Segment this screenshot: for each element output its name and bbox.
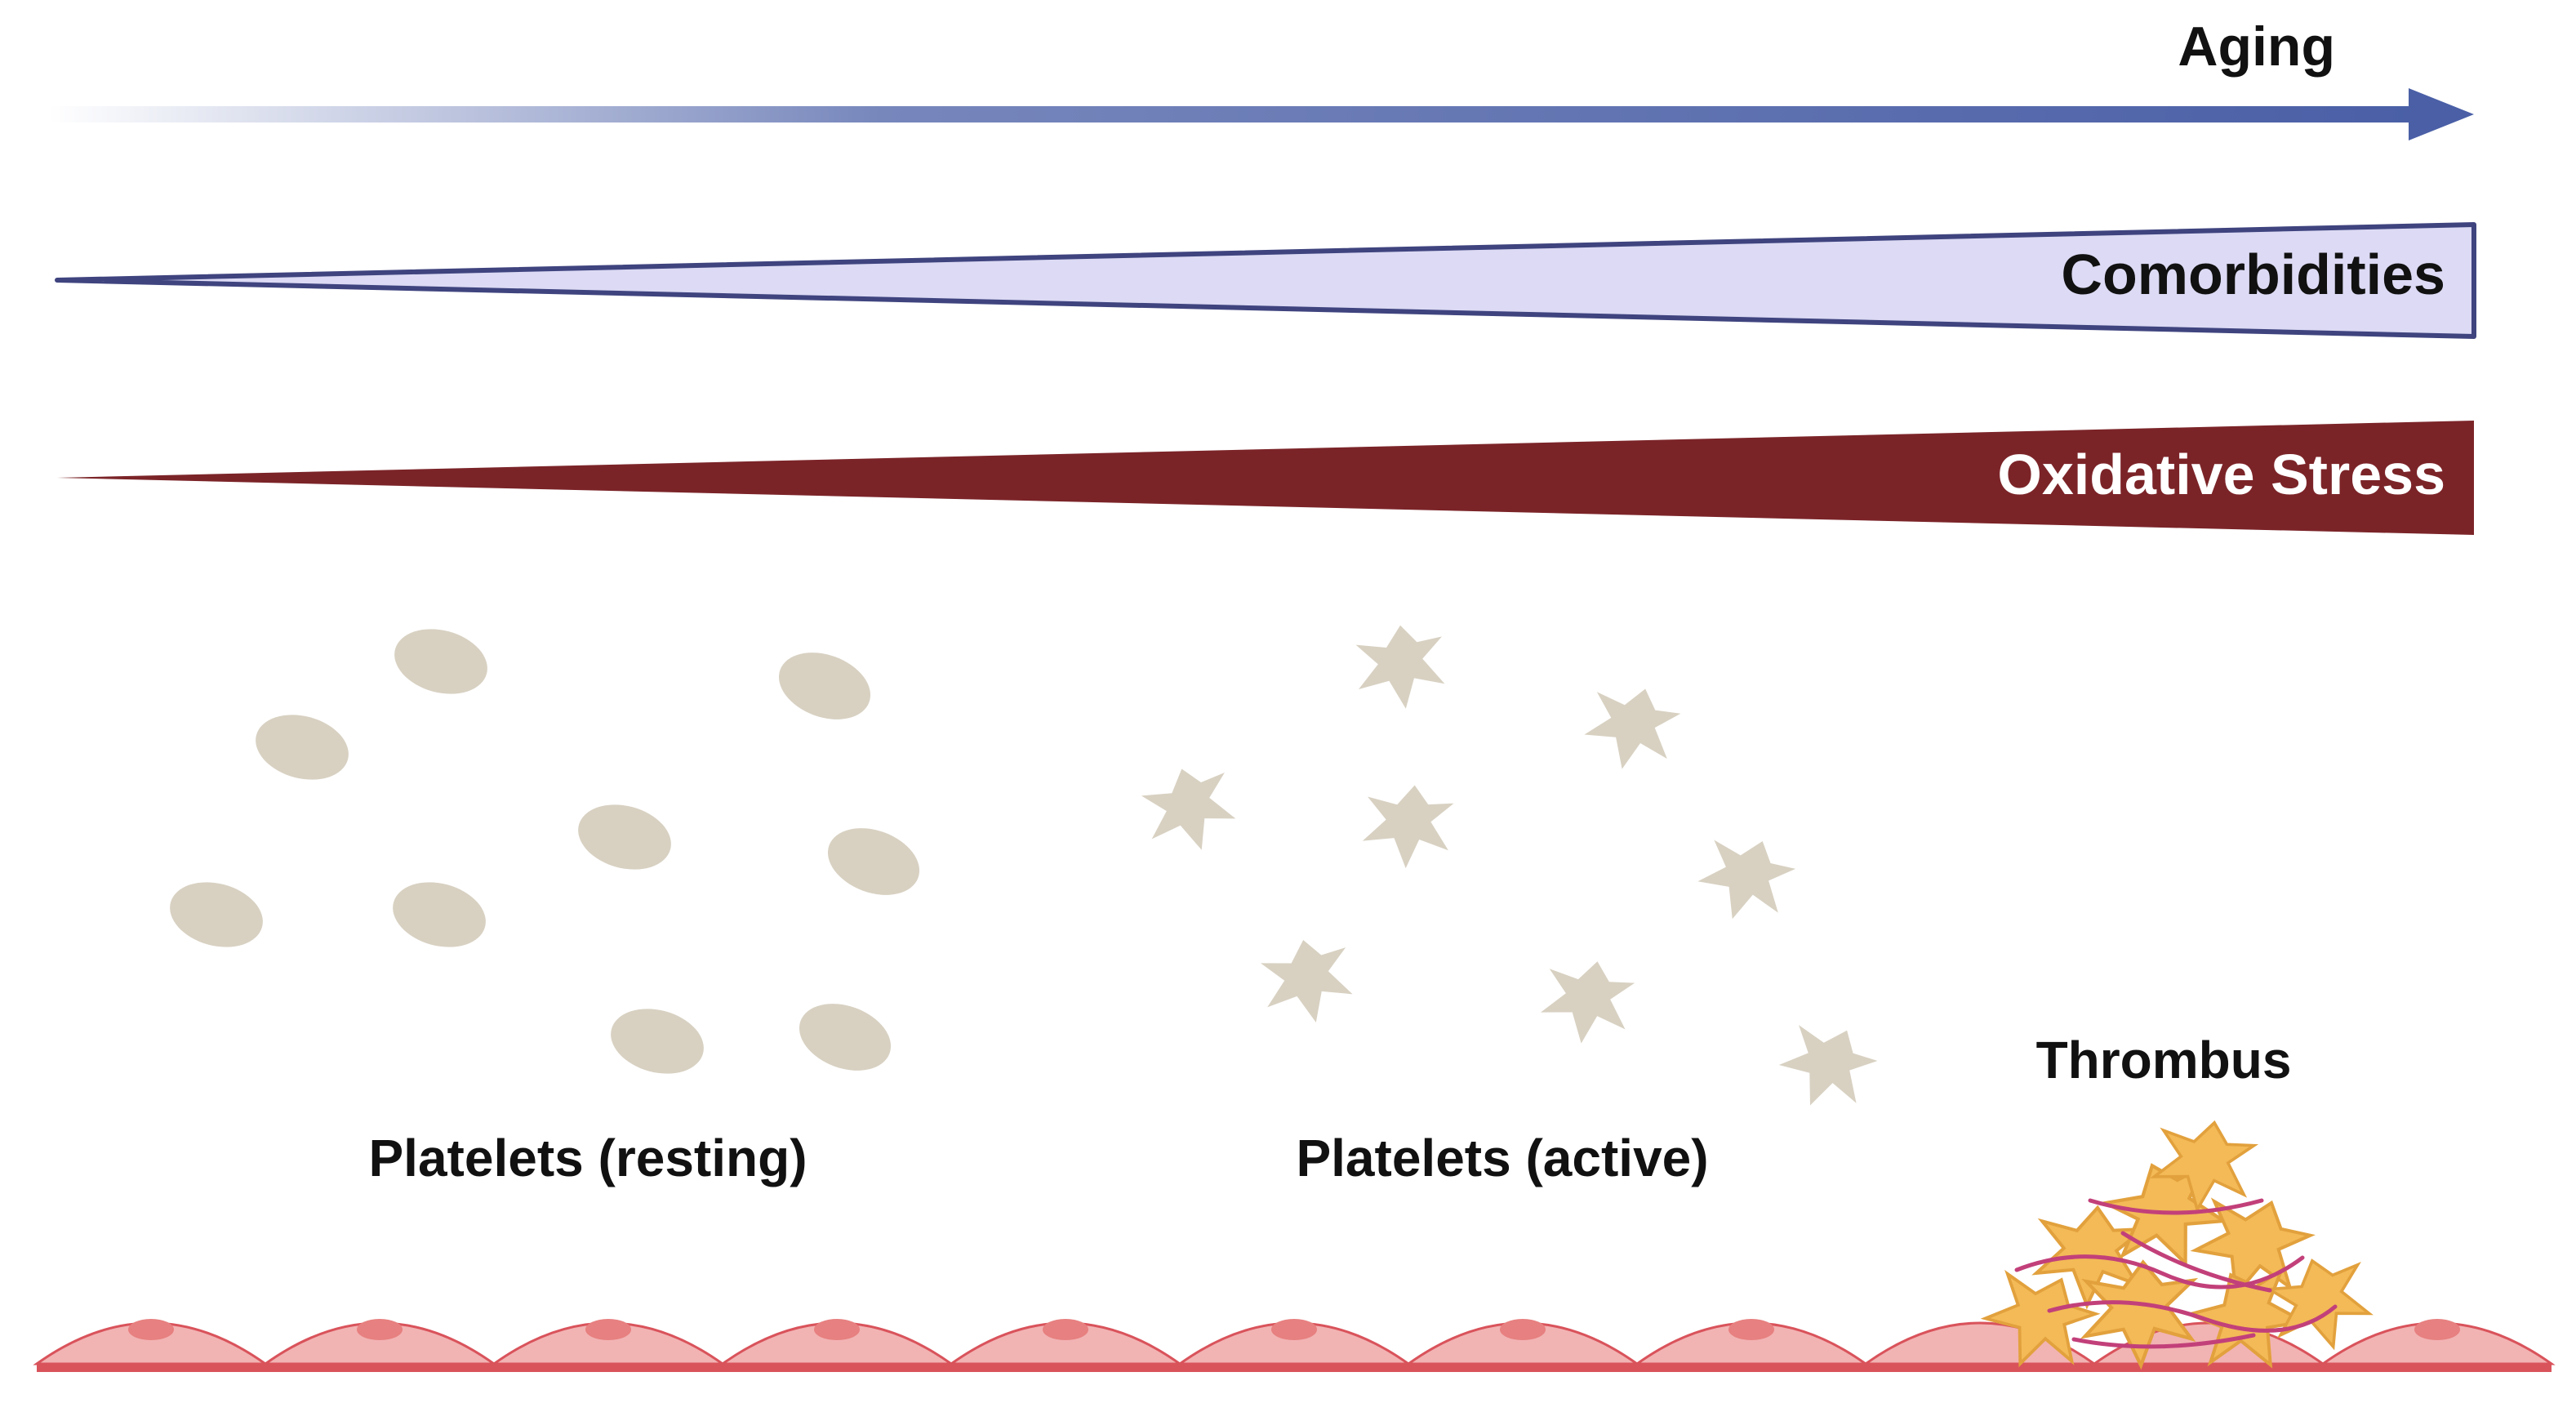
platelets-resting-label: Platelets (resting)	[368, 1129, 807, 1187]
active-platelet-icon	[1766, 1008, 1886, 1125]
resting-platelet-icon	[578, 804, 671, 870]
resting-platelet-icon	[394, 629, 487, 694]
resting-platelet-icon	[170, 882, 263, 947]
nucleus-icon	[814, 1319, 860, 1340]
thrombus-label: Thrombus	[2036, 1031, 2292, 1089]
comorbidities-label: Comorbidities	[2061, 243, 2445, 306]
active-platelets	[1137, 625, 1886, 1125]
resting-platelet-icon	[778, 653, 871, 719]
resting-platelet-icon	[827, 828, 920, 895]
active-platelet-icon	[1687, 822, 1803, 936]
nucleus-icon	[2414, 1319, 2460, 1340]
active-platelet-icon	[1355, 625, 1445, 709]
resting-platelet-icon	[393, 882, 486, 947]
aging-arrow	[49, 88, 2474, 140]
aging-arrow-shaft	[49, 106, 2417, 122]
active-platelet-icon	[1258, 936, 1355, 1027]
nucleus-icon	[128, 1319, 174, 1340]
aging-arrow-head	[2409, 88, 2474, 140]
active-platelet-icon	[1137, 761, 1240, 859]
nucleus-icon	[1728, 1319, 1774, 1340]
nucleus-icon	[1043, 1319, 1088, 1340]
active-platelet-icon	[1356, 777, 1459, 875]
active-platelet-icon	[1533, 950, 1640, 1054]
aging-label: Aging	[2178, 16, 2335, 78]
thrombus-icon	[1970, 1109, 2376, 1388]
resting-platelet-icon	[256, 715, 349, 780]
endothelium	[33, 1319, 2556, 1372]
nucleus-icon	[357, 1319, 403, 1340]
nucleus-icon	[585, 1319, 631, 1340]
nucleus-icon	[1500, 1319, 1546, 1340]
active-platelet-icon	[1575, 673, 1688, 782]
oxidative-stress-wedge	[57, 421, 2474, 535]
oxidative-stress-label: Oxidative Stress	[1997, 443, 2445, 506]
resting-platelet-icon	[799, 1004, 892, 1071]
platelets-active-label: Platelets (active)	[1296, 1129, 1708, 1187]
comorbidities-wedge	[55, 222, 2476, 339]
vessel-wall-line	[37, 1364, 2552, 1372]
nucleus-icon	[1271, 1319, 1317, 1340]
resting-platelet-icon	[611, 1009, 704, 1074]
resting-platelets	[170, 629, 920, 1074]
